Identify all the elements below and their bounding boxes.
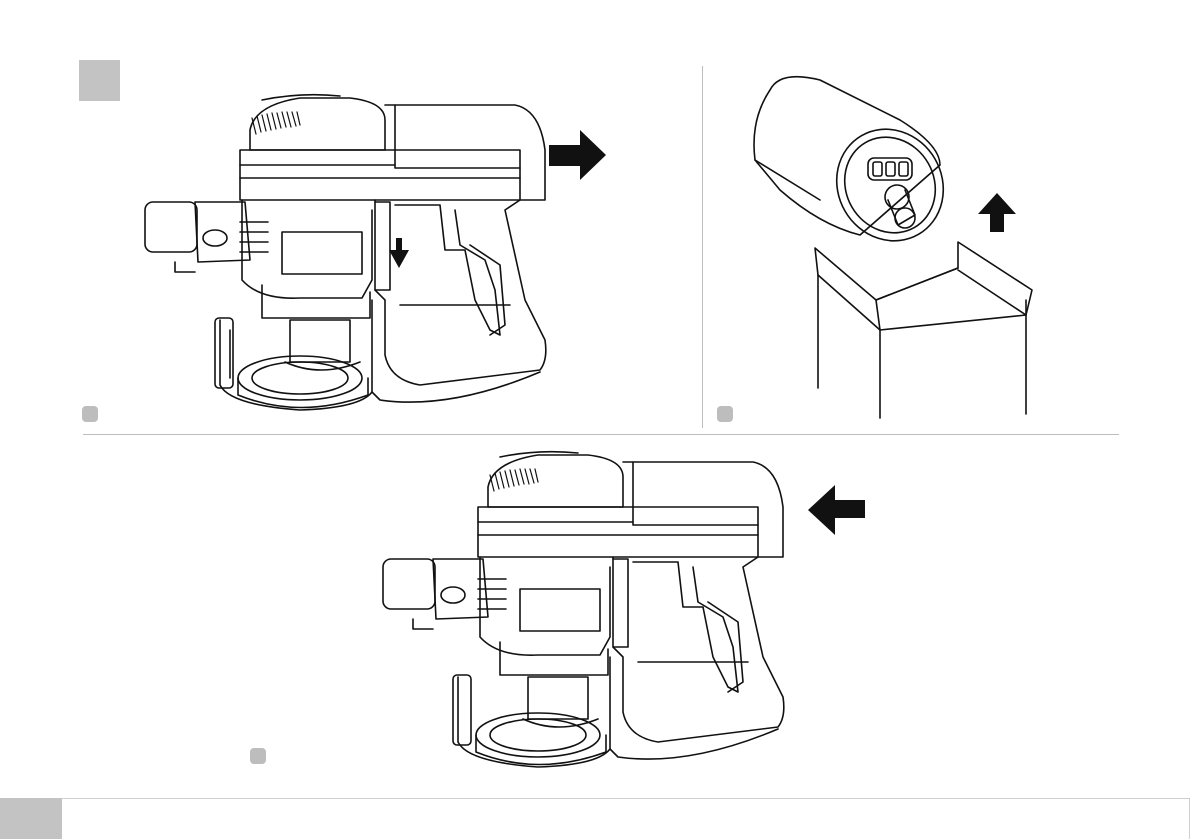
page-number-tab — [0, 798, 62, 839]
footer-rule — [0, 798, 1190, 799]
arrow-left-icon — [808, 485, 865, 535]
